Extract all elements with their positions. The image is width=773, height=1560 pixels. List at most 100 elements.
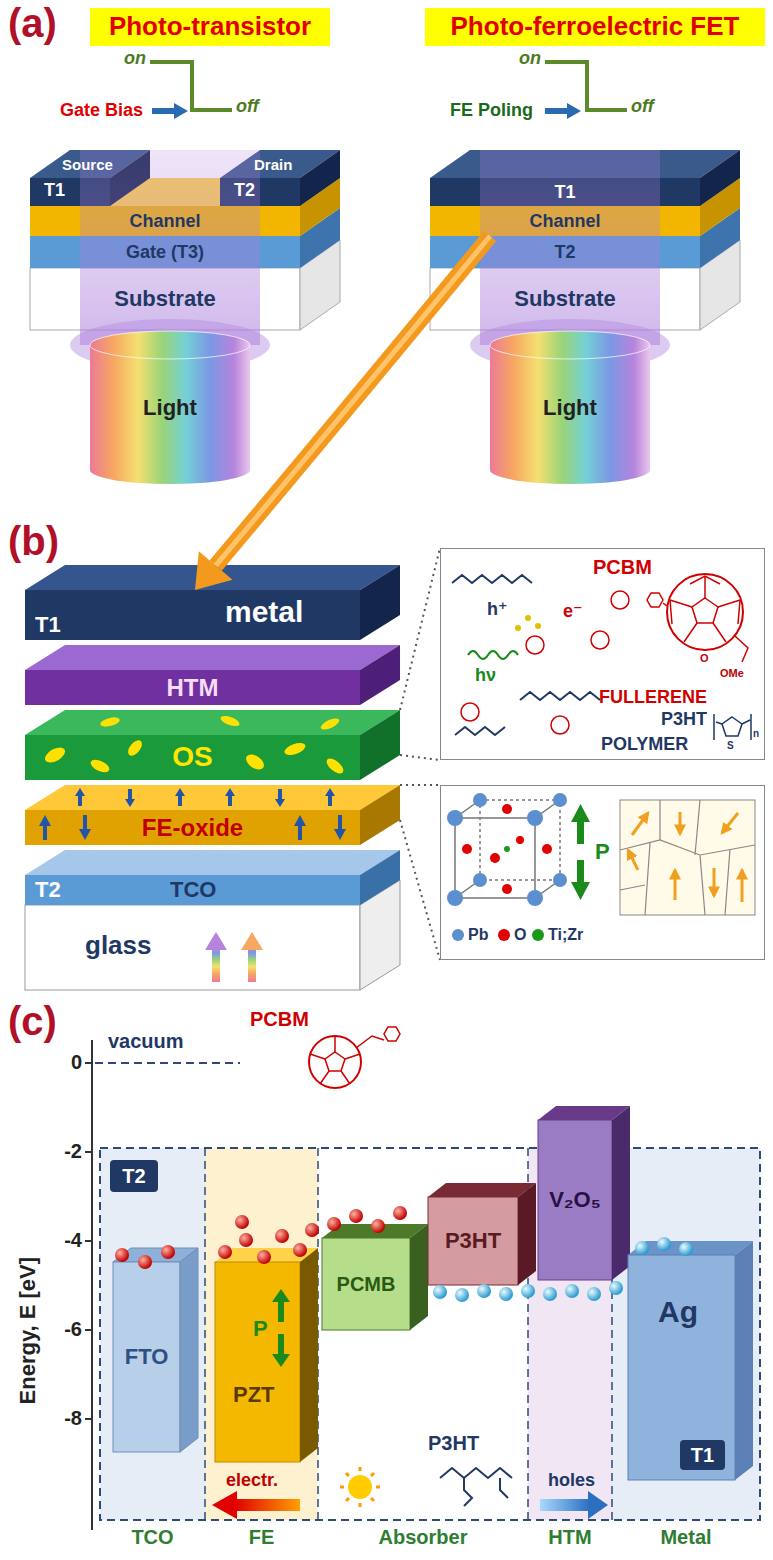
energy-diagram-part-part (257, 1250, 271, 1264)
polarization-arrows-part (328, 795, 332, 806)
energy-diagram-part (340, 1467, 380, 1507)
node-text: T1 (44, 180, 65, 201)
light-source: Light (490, 330, 650, 485)
layer-stack-part (25, 645, 400, 670)
energy-diagram-part-part (455, 1288, 469, 1302)
lattice-inset-part (440, 785, 765, 960)
htm-layer: HTM (25, 670, 360, 705)
column-label: TCO (100, 1526, 205, 1549)
polarization-arrows-part (275, 799, 285, 807)
energy-diagram-part (100, 1148, 205, 1520)
column-label: FE (205, 1526, 318, 1549)
node-text: Photo-ferroelectric FET (451, 12, 740, 42)
electrode-layer: T1 (430, 178, 700, 206)
energy-diagram-part (205, 1148, 612, 1520)
molecule-inset-part (455, 727, 505, 735)
lattice-inset-part-part (480, 800, 560, 880)
energy-diagram-part (540, 1499, 590, 1511)
absorber-domains-part (42, 744, 67, 765)
phototransistor-stack-part (90, 456, 250, 484)
terminal-tag: T1 (680, 1440, 725, 1470)
energy-diagram-part (628, 1255, 735, 1480)
polarization-arrows-part (325, 788, 335, 796)
light-source: Light (90, 330, 250, 485)
layer-stack-part (248, 948, 256, 982)
connector-part (216, 236, 490, 566)
polarization-arrows-part (334, 829, 346, 840)
lattice-inset-part (462, 804, 552, 894)
layer-stack-part (25, 850, 400, 875)
lattice-inset-part-part (455, 818, 535, 898)
energy-diagram-part (325, 1052, 345, 1071)
leader-line (400, 785, 440, 960)
absorber-domains-part (219, 714, 241, 728)
photo-fe-fet-stack-part (480, 150, 660, 345)
polarization-arrows-part (79, 829, 91, 840)
node-text: PZT (233, 1382, 275, 1407)
energy-diagram-part-part (565, 1284, 579, 1298)
tco-layer: TCOT2 (25, 875, 360, 905)
switch-step-part (567, 103, 581, 119)
node-text: T1 (554, 182, 575, 203)
molecule-inset-part (525, 615, 531, 621)
polarization-arrows-part (128, 789, 132, 800)
node-text: Substrate (514, 286, 615, 311)
lattice-inset-part-part (502, 804, 512, 814)
absorber-domains-part (125, 738, 144, 758)
layer-stack-part (25, 710, 400, 735)
lattice-inset (440, 785, 765, 960)
lattice-inset-part (628, 812, 742, 902)
lattice-inset-part (620, 800, 755, 915)
node-text: Light (543, 395, 597, 420)
molecule-inset-part (452, 575, 532, 583)
molecule-label: P3HT (428, 1432, 479, 1455)
absorber-domains-part (283, 741, 307, 758)
absorber-domains-part (319, 716, 341, 732)
node-text: T2 (35, 877, 61, 902)
phototransistor-stack-part (90, 345, 250, 470)
molecule-inset-part (722, 717, 742, 736)
legend-item: O (498, 926, 526, 944)
switch-step-part (174, 103, 188, 119)
node-text: T2 (554, 242, 575, 263)
layer-stack-part (25, 875, 360, 905)
layer-stack-part (25, 810, 360, 845)
terminal-tag: T2 (110, 1160, 158, 1192)
energy-band: P3HT (428, 1197, 518, 1285)
node-text: P3HT (445, 1228, 501, 1253)
node-text: POLYMER (601, 734, 688, 755)
absorber-domains-part (324, 756, 346, 777)
layer-stack-part (205, 932, 227, 950)
energy-diagram-part-part (433, 1285, 447, 1299)
energy-diagram-part (115, 1206, 407, 1269)
metal-layer: metalT1 (25, 590, 360, 640)
node-text: P (595, 839, 610, 864)
node-text: T2 (122, 1165, 145, 1188)
energy-diagram-part-part (521, 1284, 535, 1298)
node-text: HTM (167, 674, 219, 702)
channel-layer: Channel (30, 206, 300, 236)
absorber-domains-part (89, 757, 111, 775)
polarization-arrows-part (298, 824, 302, 840)
energy-diagram-part (205, 1148, 318, 1520)
level-label: vacuum (108, 1030, 184, 1053)
molecule-inset-part (520, 692, 600, 700)
legend-swatch (452, 929, 464, 941)
energy-diagram-part (384, 1027, 400, 1041)
molecule-inset-part-part (611, 591, 629, 609)
node-text: T1 (691, 1444, 714, 1467)
carrier-label: holes (548, 1470, 595, 1491)
absorber-domains-part (99, 716, 120, 729)
molecule-inset-part (667, 574, 743, 650)
node-text: PCMB (337, 1273, 396, 1296)
switch-step-part (545, 108, 569, 114)
node-text: FULLERENE (599, 687, 707, 708)
energy-diagram-part-part (305, 1223, 319, 1237)
phototransistor-stack-part (90, 331, 250, 359)
polarization-arrows-part (338, 815, 342, 831)
molecule-inset-part (735, 636, 748, 662)
node-text: Channel (129, 211, 200, 232)
lattice-inset-part (504, 846, 510, 852)
photo-fe-fet-stack-part (490, 345, 650, 470)
phototransistor-stack-part (300, 150, 340, 206)
